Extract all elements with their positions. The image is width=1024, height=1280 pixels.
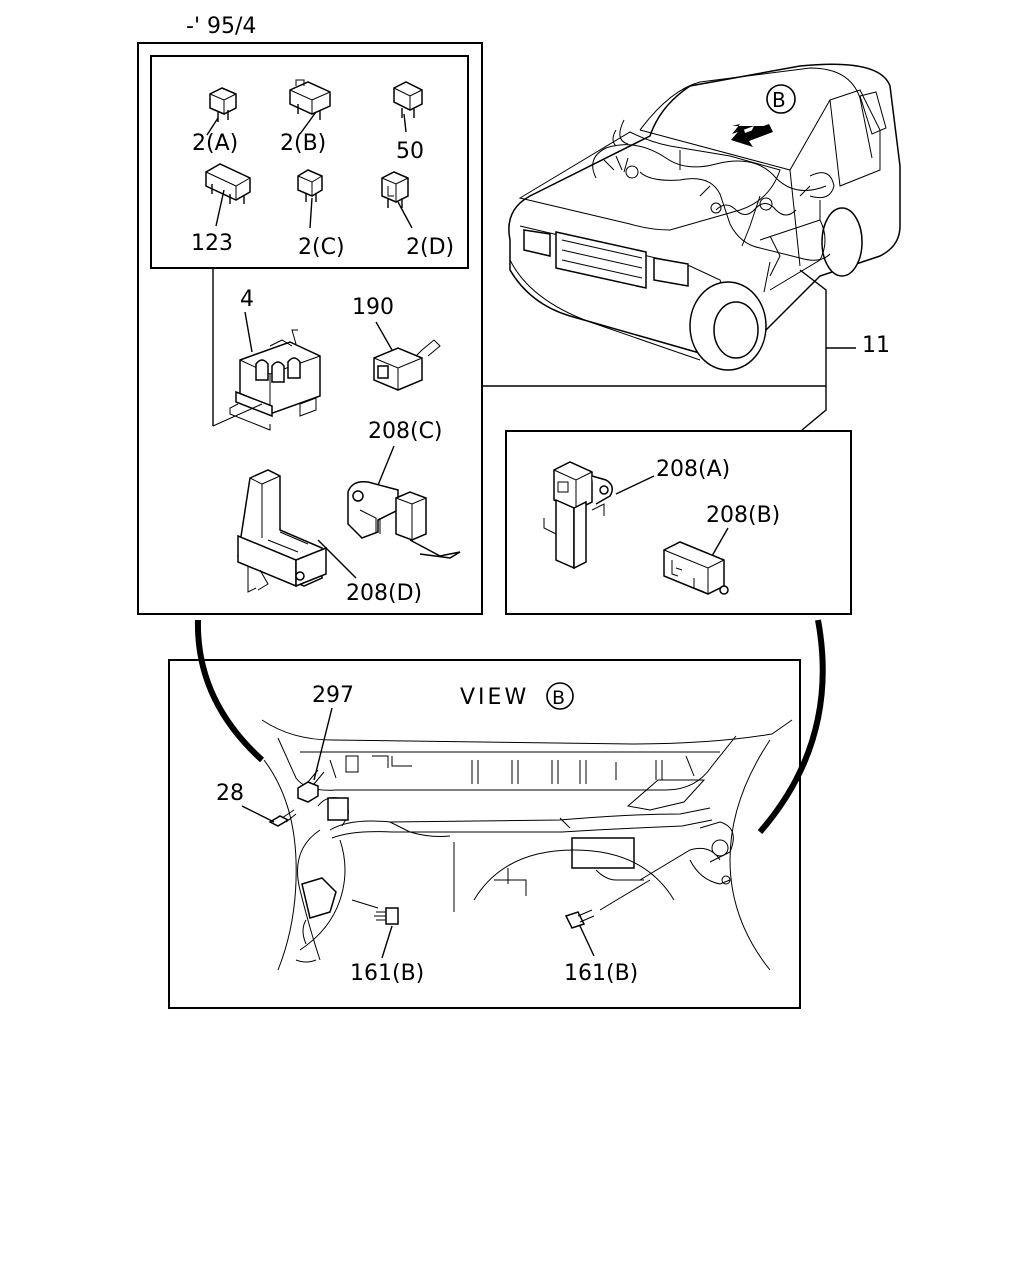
label-4: 4	[240, 287, 254, 312]
label-28: 28	[216, 781, 244, 806]
relay-box-4-drawing	[212, 329, 321, 431]
parts-panel-left	[137, 42, 483, 615]
view-b-panel	[168, 659, 801, 1009]
clip-28-drawing	[268, 809, 297, 827]
range-code-label: -' 95/4	[186, 14, 256, 39]
label-2A: 2(A)	[192, 131, 238, 156]
bracket-208B-drawing	[663, 541, 729, 595]
leader-161B-right	[579, 925, 595, 957]
label-208A: 208(A)	[656, 457, 730, 482]
label-2C: 2(C)	[298, 235, 345, 260]
view-b-circle	[546, 682, 574, 710]
connector-190-drawing	[373, 339, 441, 391]
fuse-123-drawing	[205, 163, 251, 227]
fuse-2B-drawing	[289, 79, 331, 135]
label-161B-left: 161(B)	[350, 961, 424, 986]
label-11: 11	[862, 333, 890, 358]
view-b-letter: B	[552, 687, 565, 709]
fuse-50-drawing	[393, 81, 423, 133]
leader-208B	[711, 527, 729, 557]
vehicle-drawing	[508, 63, 901, 371]
leader-161B-left	[381, 925, 393, 959]
bracket-208A-drawing	[543, 461, 613, 570]
fuse-2D-drawing	[381, 171, 413, 229]
label-161B-right: 161(B)	[564, 961, 638, 986]
connector-arc-left	[194, 619, 265, 763]
leader-28	[241, 805, 275, 823]
leader-208D	[317, 539, 357, 579]
leader-4	[244, 311, 253, 353]
leader-208C	[375, 445, 395, 491]
parts-panel-right	[505, 430, 852, 615]
bracket-208C-drawing	[347, 480, 461, 559]
label-2B: 2(B)	[280, 131, 326, 156]
label-2D: 2(D)	[406, 235, 454, 260]
label-208B: 208(B)	[706, 503, 780, 528]
label-123: 123	[191, 231, 233, 256]
leader-297	[313, 707, 333, 781]
fuse-2A-drawing	[206, 87, 237, 136]
label-208D: 208(D)	[346, 581, 422, 606]
label-190: 190	[352, 295, 394, 320]
connector-arc-right	[757, 619, 826, 834]
label-297: 297	[312, 683, 354, 708]
leader-190	[375, 321, 393, 351]
leader-11-vehicle	[799, 269, 827, 431]
label-50: 50	[396, 139, 424, 164]
view-marker-circle	[766, 84, 796, 114]
leader-208A	[615, 475, 655, 495]
bolt-161B-left-drawing	[374, 907, 399, 925]
fuse-subpanel	[150, 55, 469, 269]
view-b-dashboard-drawing	[261, 719, 793, 971]
label-208C: 208(C)	[368, 419, 443, 444]
view-b-title: VIEW	[460, 685, 529, 710]
bracket-208D-drawing	[237, 469, 327, 593]
fuse-2C-drawing	[297, 169, 323, 229]
view-marker-letter: B	[772, 88, 786, 112]
view-arrow-icon	[732, 124, 770, 134]
bolt-297-drawing	[297, 769, 325, 803]
bolt-161B-right-drawing	[564, 909, 595, 929]
view-direction-arrow	[731, 124, 773, 147]
